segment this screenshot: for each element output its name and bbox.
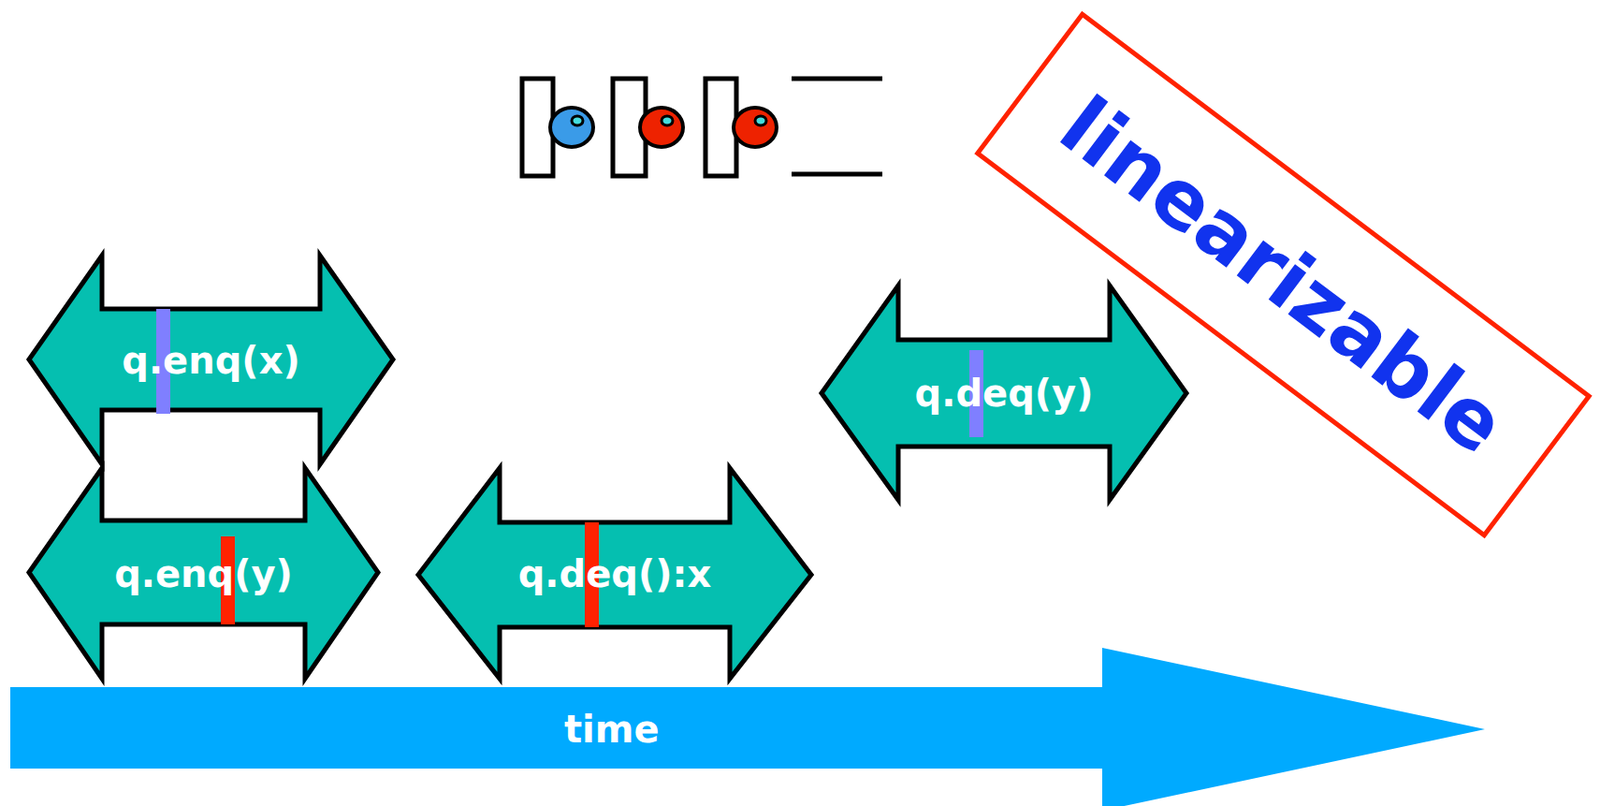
double-arrow-outline: [418, 467, 812, 679]
double-arrow-outline: [821, 285, 1187, 500]
item-eye: [755, 116, 767, 126]
queue-item: [550, 107, 594, 147]
stamp-box: linearizable: [974, 10, 1592, 539]
queue-icon: [522, 78, 883, 176]
queue-item: [733, 107, 777, 147]
arrow-outline: [10, 647, 1485, 806]
linearization-bar: [584, 522, 599, 627]
double-arrow-outline: [29, 467, 379, 679]
operation-label: q.deq(y): [915, 374, 1094, 412]
item-eye: [661, 116, 673, 126]
linearization-bar: [969, 349, 984, 437]
operation-label: q.enq(y): [114, 554, 293, 593]
operation-interval: q.deq():x: [418, 467, 812, 679]
axis-label: time: [564, 710, 660, 748]
queue-item: [640, 107, 684, 147]
linearization-bar: [220, 536, 235, 625]
queue-rail: [791, 76, 883, 82]
time-arrow: time: [10, 647, 1485, 806]
operation-interval: q.enq(x): [29, 255, 393, 465]
linearization-bar: [156, 308, 171, 414]
arrow-shape: [10, 647, 1485, 806]
double-arrow-outline: [29, 255, 393, 465]
operation-interval: q.enq(y): [29, 467, 379, 679]
queue-rail: [791, 172, 883, 177]
operation-label: q.deq():x: [518, 554, 713, 593]
operation-interval: q.deq(y): [821, 285, 1187, 500]
item-eye: [571, 116, 583, 126]
operation-label: q.enq(x): [121, 341, 300, 379]
